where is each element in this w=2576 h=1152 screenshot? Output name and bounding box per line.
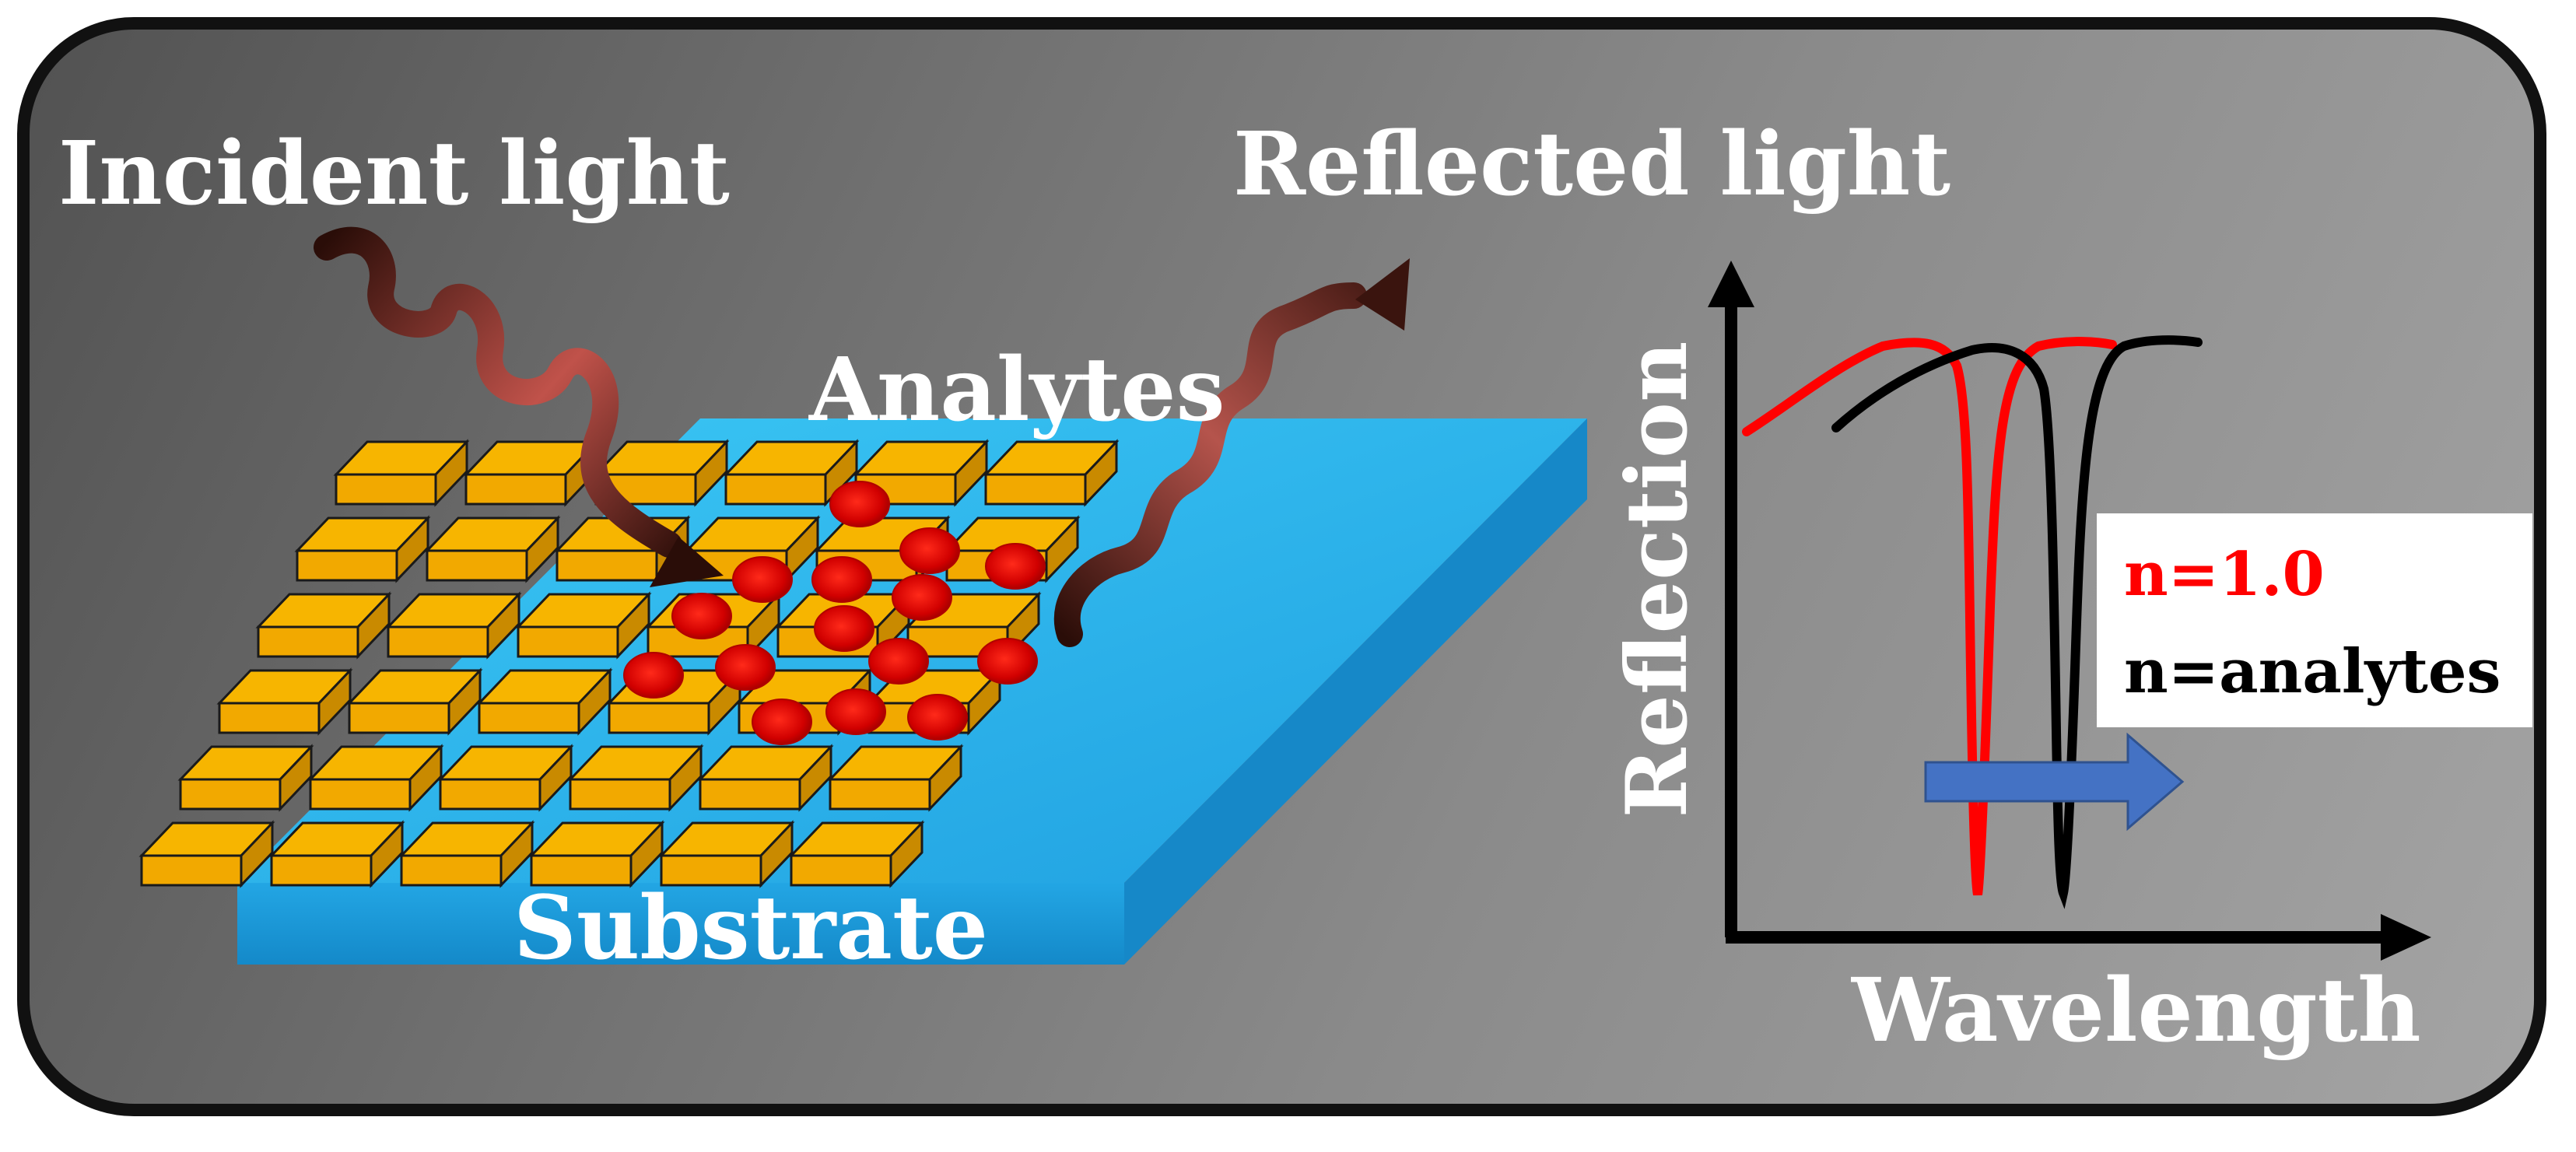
x-axis-label: Wavelength [1851, 960, 2421, 1062]
legend-entry-n-1-0: n=1.0 [2124, 539, 2325, 610]
analyte-dot [732, 556, 793, 603]
y-axis-arrowhead [1708, 261, 1754, 307]
gold-pad [827, 744, 964, 812]
analytes-label: Analytes [808, 339, 1225, 441]
gold-pad [515, 591, 652, 660]
gold-pad [437, 744, 574, 812]
gold-pad [658, 820, 795, 888]
gold-pad [268, 820, 405, 888]
incident-light-label: Incident light [58, 123, 730, 225]
gold-pad [294, 515, 431, 583]
analyte-dot [907, 694, 968, 741]
gold-pad [333, 439, 470, 507]
reflection-chart: n=1.0 n=analytes Wavelength Reflection [1608, 261, 2532, 1062]
substrate-label: Substrate [513, 877, 988, 979]
reflected-light-label: Reflected light [1233, 114, 1950, 215]
gold-pad [255, 591, 392, 660]
analyte-dot [899, 527, 960, 574]
y-axis-label: Reflection [1608, 341, 1706, 818]
gold-pad [385, 591, 522, 660]
analyte-dot [752, 699, 812, 745]
analyte-dot [814, 605, 874, 652]
shift-arrow [1924, 732, 2185, 832]
analyte-dot [985, 543, 1046, 590]
gold-pad [177, 744, 314, 812]
analyte-dot [811, 556, 872, 603]
analyte-dot [623, 652, 684, 699]
gold-pad [216, 667, 353, 736]
analyte-dot [892, 574, 952, 621]
gold-pad [398, 820, 535, 888]
analyte-dot [671, 593, 732, 639]
gold-pad [788, 820, 925, 888]
gold-pad [307, 744, 444, 812]
legend-box [2097, 513, 2532, 727]
gold-pad [723, 439, 860, 507]
gold-pad [138, 820, 275, 888]
legend-entry-n-analytes: n=analytes [2124, 636, 2501, 707]
gold-pad [476, 667, 613, 736]
gold-pad [463, 439, 600, 507]
series-n-1-0-line [1742, 337, 2117, 896]
gold-pad [567, 744, 704, 812]
analyte-dot [868, 638, 929, 685]
incident-light-wave [314, 226, 724, 587]
analyte-dot [829, 481, 890, 527]
analyte-dot [977, 638, 1038, 685]
analyte-dot [715, 644, 776, 691]
gold-pad [346, 667, 483, 736]
gold-pad [424, 515, 561, 583]
x-axis-arrowhead [2381, 914, 2431, 961]
gold-pad [983, 439, 1120, 507]
analyte-molecules [623, 481, 1046, 745]
analyte-dot [825, 688, 886, 735]
gold-pad [593, 439, 730, 507]
gold-pad [528, 820, 665, 888]
gold-pad [697, 744, 834, 812]
reflected-light-wave [1053, 258, 1410, 647]
series-n-analytes-line [1831, 335, 2203, 909]
